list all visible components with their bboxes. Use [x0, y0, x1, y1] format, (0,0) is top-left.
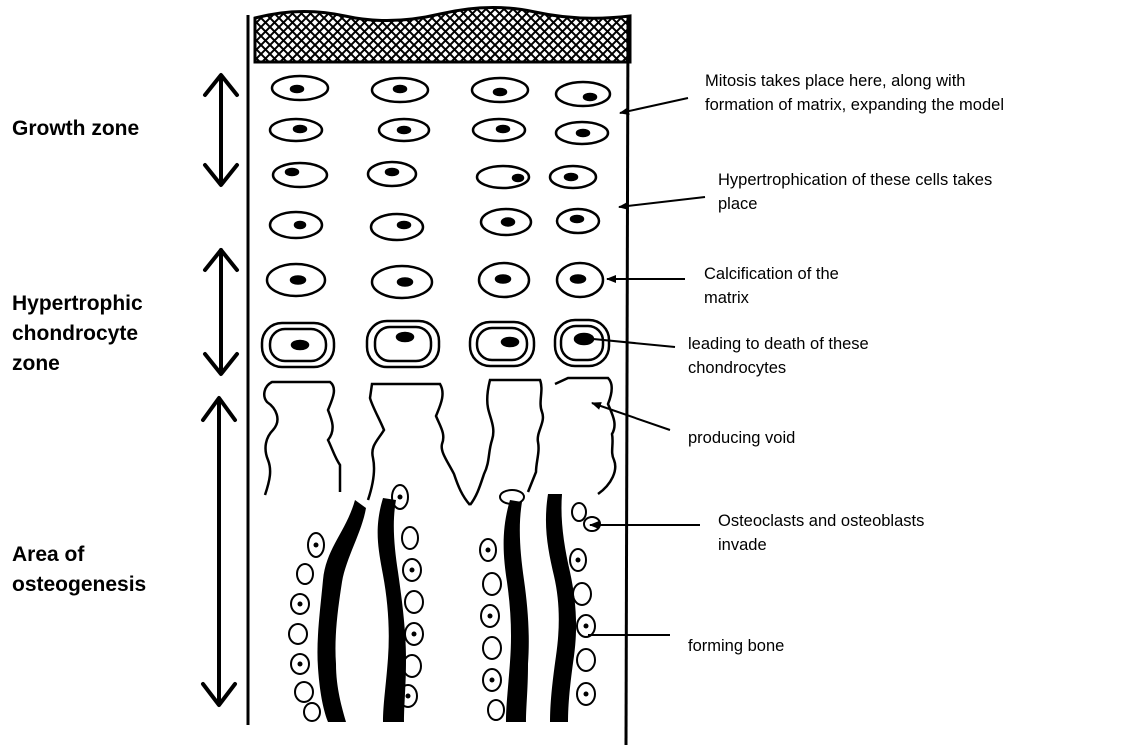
cell-row-2 — [270, 119, 608, 144]
hypertrophic-line-2: chondrocyte — [12, 319, 143, 349]
zone-arrows — [203, 75, 237, 705]
death-line-2: chondrocytes — [688, 356, 869, 380]
mitosis-line-1: Mitosis takes place here, along with — [705, 69, 1004, 93]
mitosis-line-2: formation of matrix, expanding the model — [705, 93, 1004, 117]
calcification-line-1: Calcification of the — [704, 262, 839, 286]
hypertrophication-line-2: place — [718, 192, 992, 216]
cartilage-cap — [255, 7, 630, 62]
hypertrophication-annotation: Hypertrophication of these cells takes p… — [718, 168, 992, 216]
invade-line-2: invade — [718, 533, 924, 557]
hypertrophic-line-3: zone — [12, 349, 143, 379]
cell-row-3 — [273, 162, 596, 188]
hypertrophic-zone-arrow — [205, 250, 237, 374]
annotation-pointers — [583, 98, 705, 635]
bone-spicules — [317, 494, 576, 722]
growth-zone-label: Growth zone — [12, 114, 139, 144]
void-annotation: producing void — [688, 426, 795, 450]
osteogenesis-zone-label: Area of osteogenesis — [12, 540, 146, 600]
death-line-1: leading to death of these — [688, 332, 869, 356]
cell-row-1 — [272, 76, 610, 106]
hypertrophication-line-1: Hypertrophication of these cells takes — [718, 168, 992, 192]
death-annotation: leading to death of these chondrocytes — [688, 332, 869, 380]
osteogenesis-line-2: osteogenesis — [12, 570, 146, 600]
invade-line-1: Osteoclasts and osteoblasts — [718, 509, 924, 533]
growth-zone-arrow — [205, 75, 237, 185]
bone-annotation: forming bone — [688, 634, 784, 658]
calcification-annotation: Calcification of the matrix — [704, 262, 839, 310]
calcification-line-2: matrix — [704, 286, 839, 310]
mitosis-annotation: Mitosis takes place here, along with for… — [705, 69, 1004, 117]
osteogenesis-line-1: Area of — [12, 540, 146, 570]
cell-row-6 — [262, 320, 609, 367]
invade-annotation: Osteoclasts and osteoblasts invade — [718, 509, 924, 557]
void-outlines — [264, 378, 615, 505]
cell-row-4 — [270, 209, 599, 240]
cell-row-5 — [267, 263, 603, 298]
hypertrophic-zone-label: Hypertrophic chondrocyte zone — [12, 289, 143, 379]
osteogenesis-zone-arrow — [203, 398, 235, 705]
hypertrophic-line-1: Hypertrophic — [12, 289, 143, 319]
osteoblast-nuclei — [298, 495, 589, 699]
